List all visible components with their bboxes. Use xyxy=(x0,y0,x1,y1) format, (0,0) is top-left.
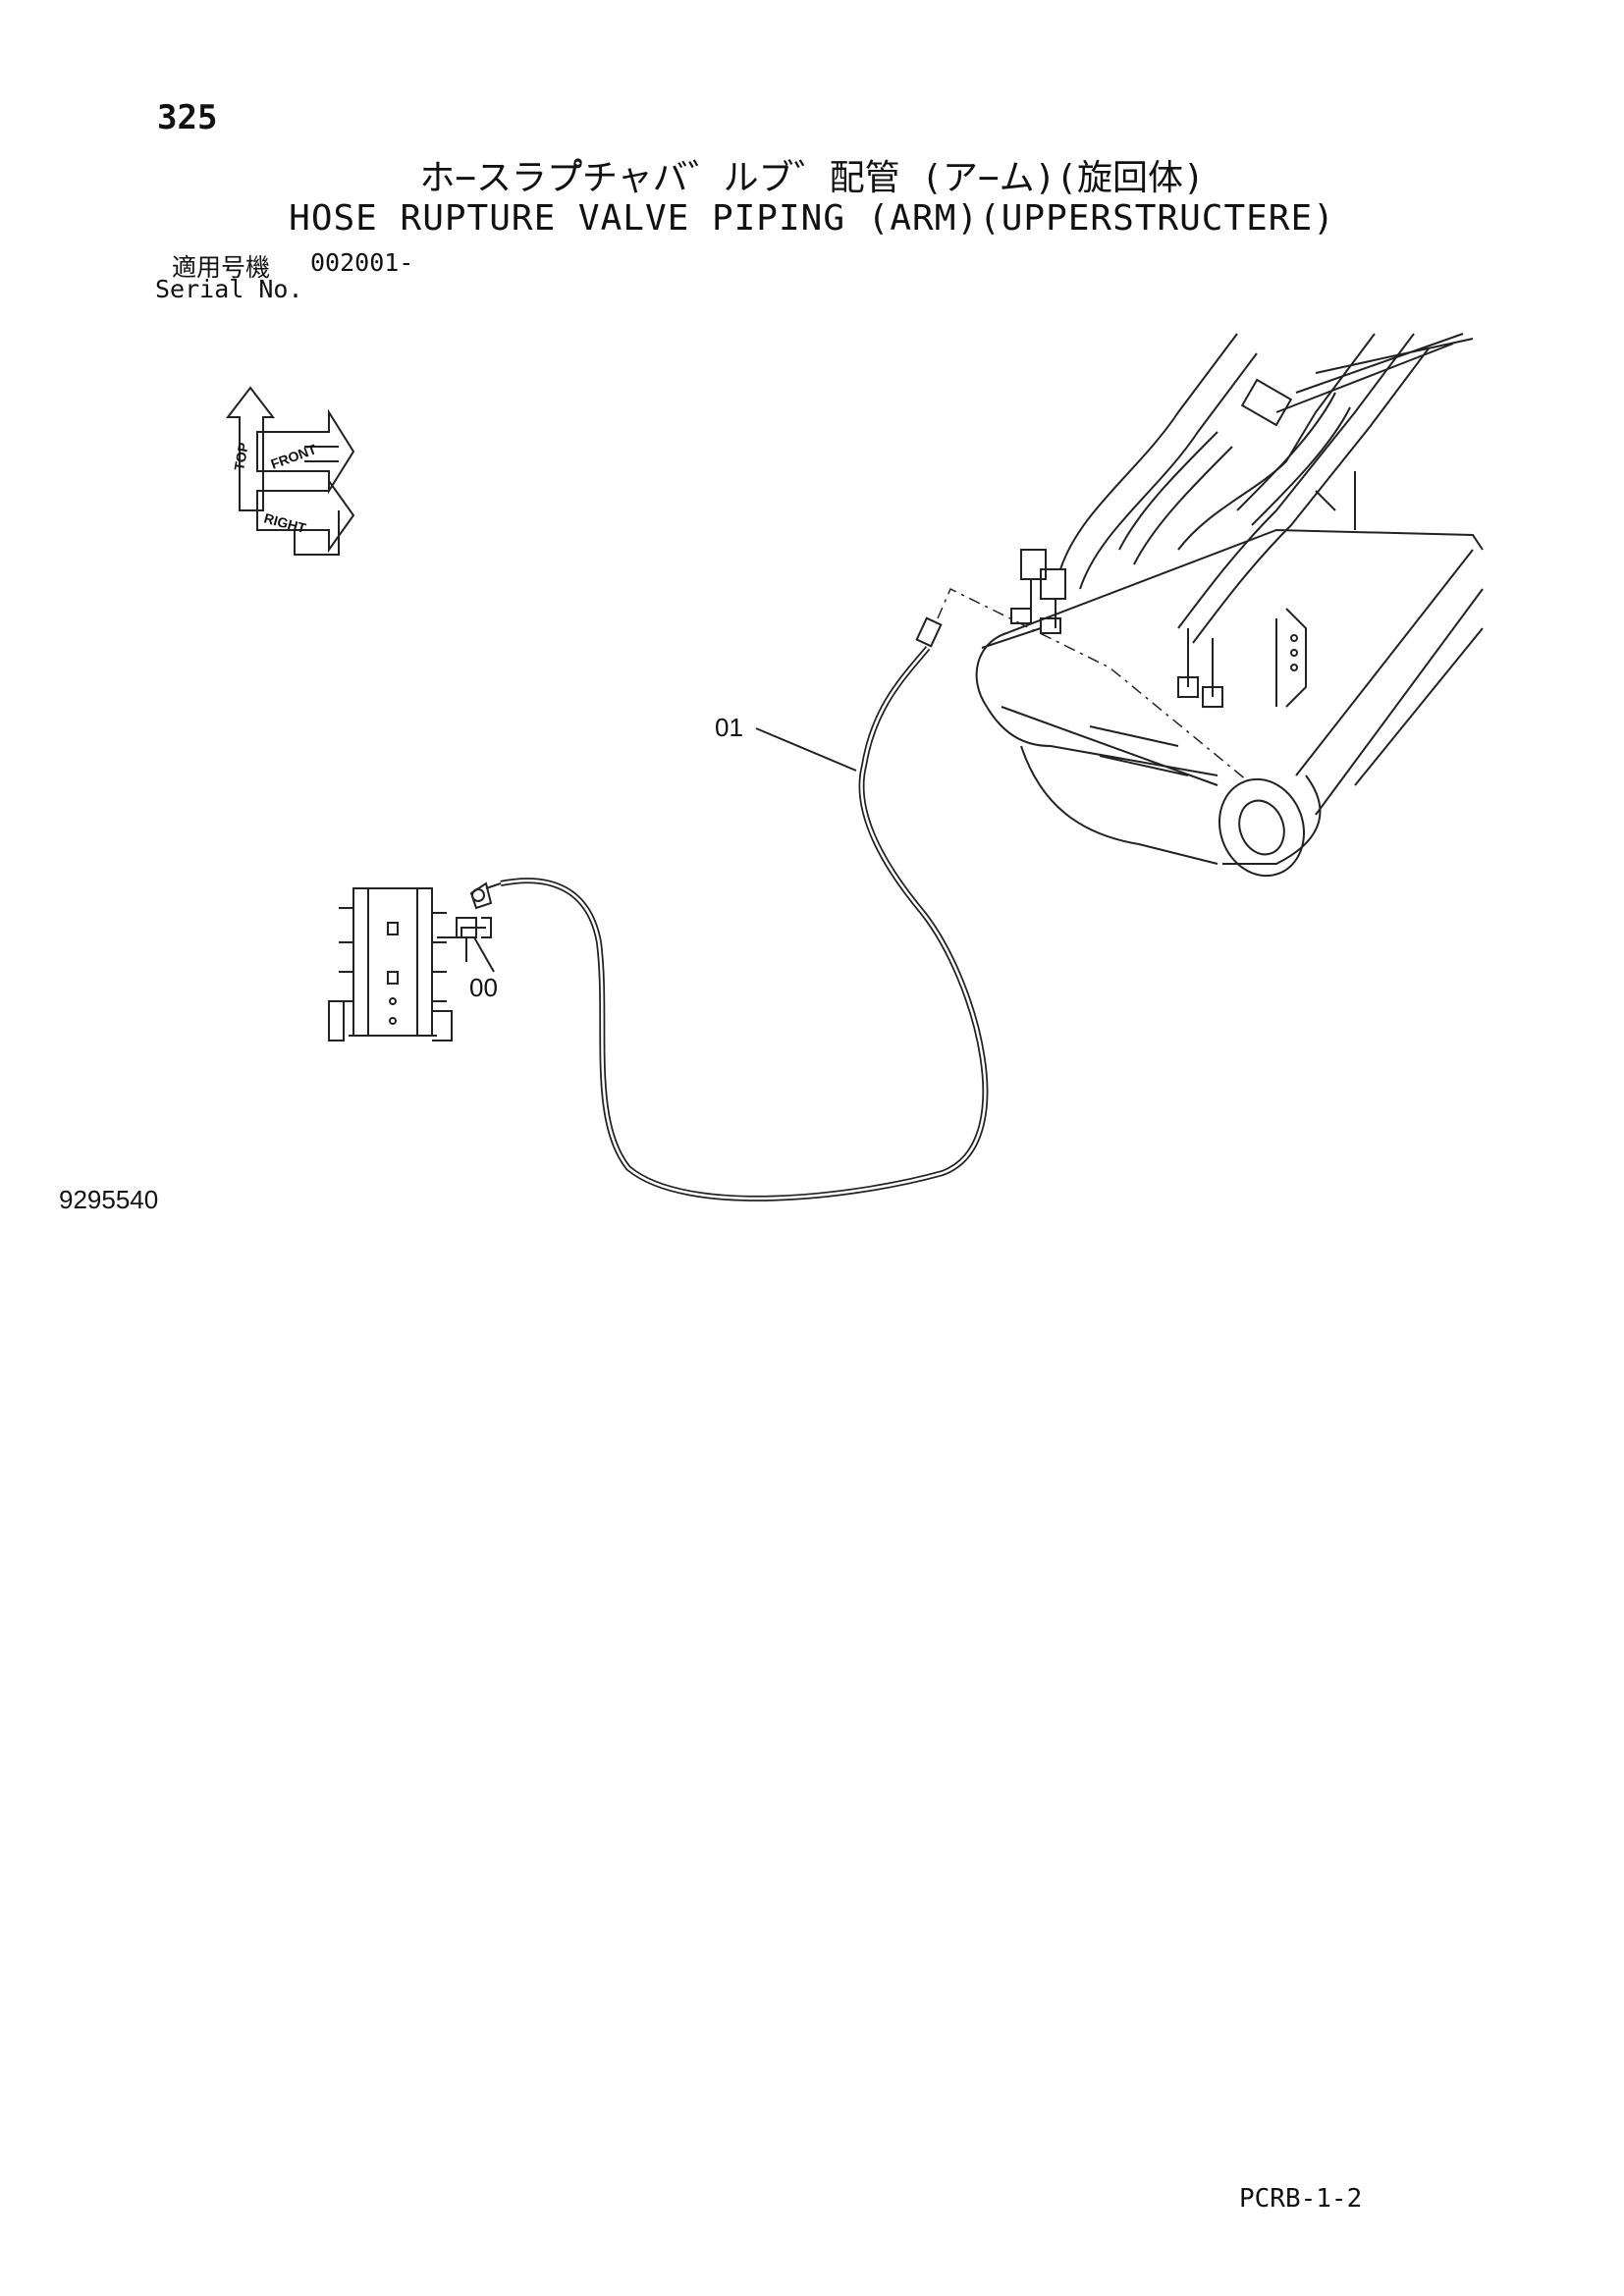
orientation-label-right: RIGHT xyxy=(262,509,308,536)
valve-body xyxy=(328,881,511,1041)
orientation-label-top: TOP xyxy=(231,442,251,472)
callout-01: 01 xyxy=(715,713,743,742)
serial-label-english: Serial No. xyxy=(155,275,303,303)
serial-value: 002001- xyxy=(310,248,414,277)
title-japanese: ホ−スラプ゚チャバ゛ルブ゛配管 (ア−ム)(旋回体) xyxy=(419,158,1205,198)
figure-number: 9295540 xyxy=(59,1185,159,1214)
page-number: 325 xyxy=(157,98,218,137)
hose-01 xyxy=(500,587,1248,1201)
arm-structure xyxy=(975,333,1484,878)
callout-00: 00 xyxy=(469,973,498,1002)
orientation-cube-icon: TOP FRONT RIGHT xyxy=(225,386,355,556)
document-code: PCRB-1-2 xyxy=(1239,2184,1363,2214)
orientation-label-front: FRONT xyxy=(269,441,319,472)
serial-label-japanese: 適用号機 xyxy=(172,253,271,282)
title-english: HOSE RUPTURE VALVE PIPING (ARM)(UPPERSTR… xyxy=(289,198,1335,239)
leader-lines xyxy=(473,727,857,973)
